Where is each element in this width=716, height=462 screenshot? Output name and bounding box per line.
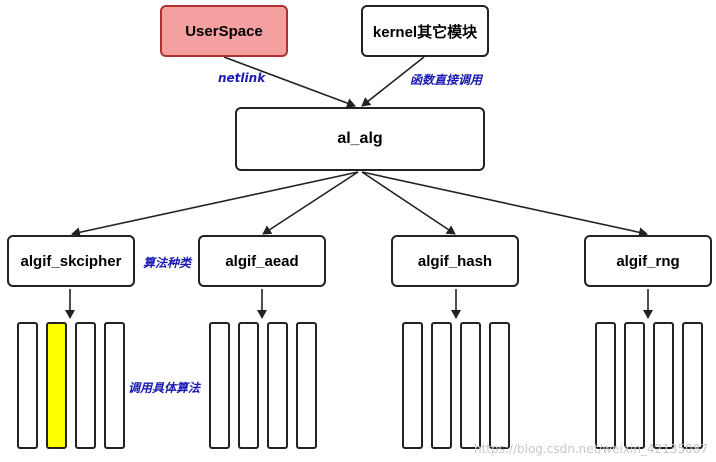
userspace-node: UserSpace xyxy=(160,5,288,57)
algorithm-slot xyxy=(17,322,38,449)
arrow-al-alg-to-aead xyxy=(262,171,359,235)
algorithm-slot xyxy=(296,322,317,449)
algorithm-slot xyxy=(75,322,96,449)
direct-call-label: 函数直接调用 xyxy=(410,73,483,87)
algorithm-slot xyxy=(460,322,481,449)
algif-hash-node: algif_hash xyxy=(391,235,519,287)
algorithm-slot xyxy=(402,322,423,449)
algorithm-slot xyxy=(595,322,616,449)
algorithm-slot xyxy=(624,322,645,449)
arrow-kernel-to-al-alg xyxy=(361,56,425,107)
algif-rng-node: algif_rng xyxy=(584,235,712,287)
arrow-al-alg-to-skcipher xyxy=(71,171,359,238)
algorithm-slot xyxy=(682,322,703,449)
al-alg-node: al_alg xyxy=(235,107,485,171)
algorithm-slot xyxy=(489,322,510,449)
arrow-al-alg-to-rng xyxy=(361,171,648,238)
alg-types-label: 算法种类 xyxy=(143,256,192,270)
algorithm-slot xyxy=(209,322,230,449)
kernel-other-node: kernel其它模块 xyxy=(361,5,489,57)
algif-aead-node: algif_aead xyxy=(198,235,326,287)
algorithm-slot xyxy=(104,322,125,449)
algif-skcipher-node: algif_skcipher xyxy=(7,235,135,287)
netlink-label: netlink xyxy=(218,71,266,85)
watermark-text: https://blog.csdn.net/weixin_42135087 xyxy=(473,442,708,456)
arrow-al-alg-to-hash xyxy=(361,171,456,235)
algorithm-slot xyxy=(653,322,674,449)
algorithm-slot xyxy=(267,322,288,449)
algorithm-slot-highlighted xyxy=(46,322,67,449)
arrow-userspace-to-al-alg xyxy=(223,56,356,108)
algorithm-slot xyxy=(431,322,452,449)
algorithm-slot xyxy=(238,322,259,449)
call-specific-label: 调用具体算法 xyxy=(128,381,201,395)
